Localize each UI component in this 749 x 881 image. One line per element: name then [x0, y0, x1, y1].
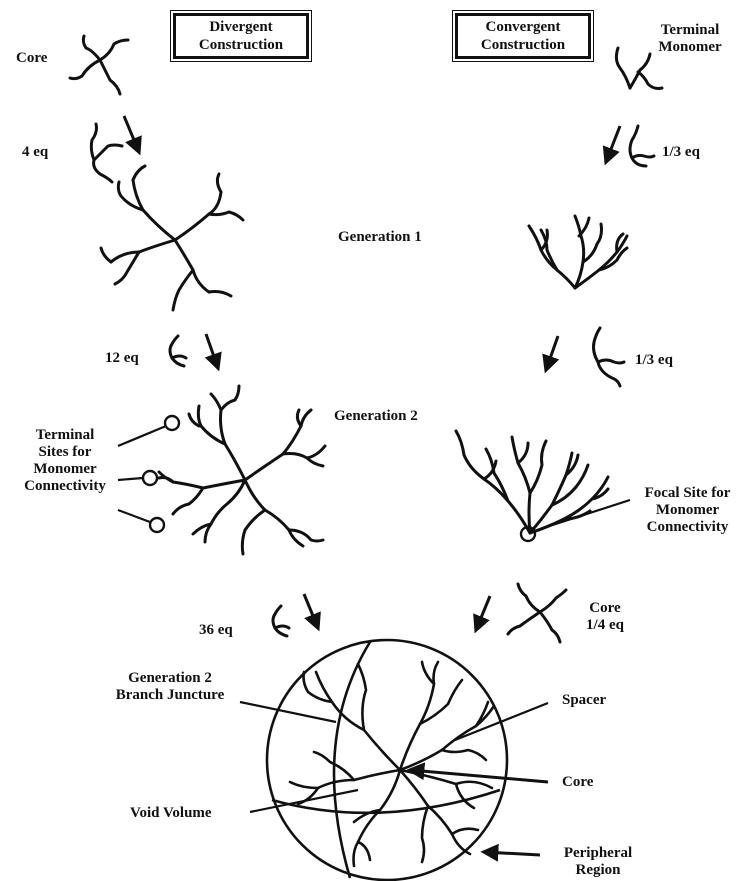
generation-2-label: Generation 2 — [334, 408, 418, 425]
terminal-site-circle-3 — [150, 518, 164, 532]
peripheral-region-label: Peripheral Region — [548, 845, 648, 879]
final-dendrimer-branches — [290, 662, 494, 866]
terminal-sites-pointer-1 — [118, 426, 166, 446]
monomer-36eq-icon — [273, 606, 289, 636]
terminal-sites-pointer-3 — [118, 510, 150, 522]
arrow-4eq — [124, 116, 139, 152]
arrow-third-eq-1 — [606, 126, 620, 162]
arrow-third-eq-2 — [546, 336, 558, 370]
core-molecule-icon — [70, 36, 128, 94]
monomer-third-eq-icon-2 — [594, 328, 625, 386]
monomer-4eq-icon — [91, 124, 122, 182]
generation-2-convergent-dendron — [456, 431, 608, 533]
peripheral-pointer-arrow — [484, 852, 540, 855]
monomer-12eq-icon — [170, 336, 186, 366]
eq-third-label-2: 1/3 eq — [635, 352, 673, 369]
arrow-12eq — [206, 334, 218, 368]
arrow-36eq — [304, 594, 318, 628]
terminal-sites-pointer-2 — [118, 478, 143, 480]
core-quarter-eq-icon — [508, 584, 566, 642]
terminal-sites-label: Terminal Sites for Monomer Connectivity — [12, 427, 118, 495]
branch-juncture-pointer — [240, 702, 336, 722]
eq-third-label-1: 1/3 eq — [662, 144, 700, 161]
generation-1-divergent-dendrimer — [101, 166, 243, 310]
monomer-third-eq-icon-1 — [630, 126, 654, 166]
focal-site-label: Focal Site for Monomer Connectivity — [630, 485, 745, 536]
convergent-construction-title: Convergent Construction — [455, 13, 591, 59]
generation-1-convergent-dendron — [529, 216, 627, 288]
core-center-label: Core — [562, 774, 593, 791]
core-quarter-label: Core 1/4 eq — [574, 600, 636, 634]
void-volume-label: Void Volume — [130, 805, 212, 822]
void-volume-pointer — [250, 790, 358, 812]
terminal-monomer-label: Terminal Monomer — [650, 22, 730, 56]
eq-4-label: 4 eq — [22, 144, 48, 161]
divergent-construction-title: Divergent Construction — [173, 13, 309, 59]
generation-1-label: Generation 1 — [338, 229, 422, 246]
core-top-label: Core — [16, 50, 47, 67]
eq-36-label: 36 eq — [199, 622, 233, 639]
terminal-site-circle-1 — [165, 416, 179, 430]
arrow-core-quarter — [476, 596, 490, 630]
eq-12-label: 12 eq — [105, 350, 139, 367]
spacer-pointer — [455, 703, 548, 740]
terminal-site-circle-2 — [143, 471, 157, 485]
dendrimer-outline-circle — [267, 640, 507, 880]
spacer-label: Spacer — [562, 692, 606, 709]
focal-site-pointer — [534, 500, 630, 531]
branch-juncture-label: Generation 2 Branch Juncture — [98, 670, 242, 704]
generation-2-divergent-dendrimer — [159, 386, 325, 554]
